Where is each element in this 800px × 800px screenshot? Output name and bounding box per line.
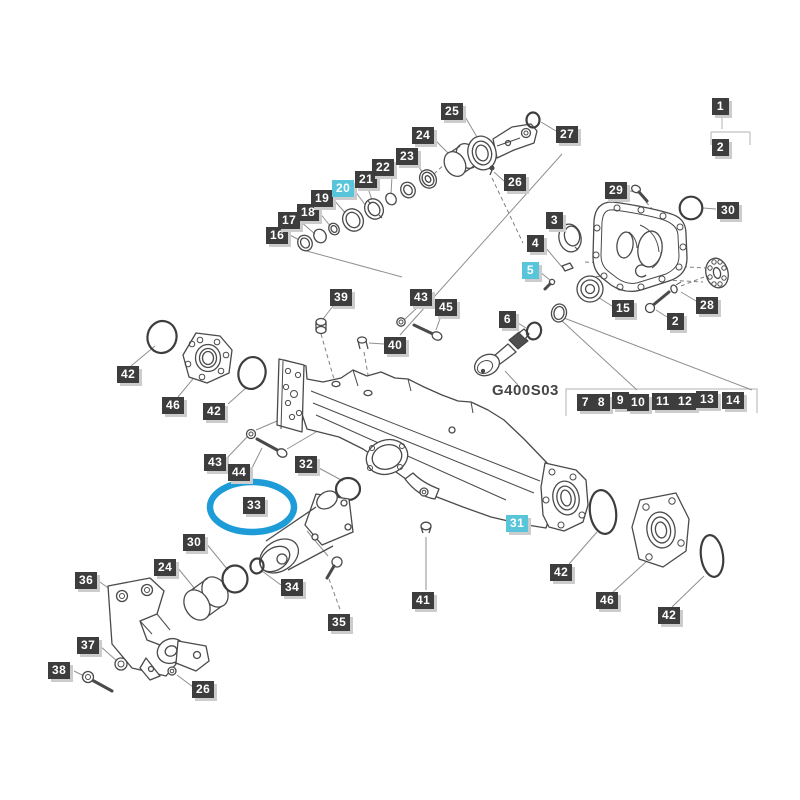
part-label-30[interactable]: 30	[717, 202, 740, 219]
part-label-40[interactable]: 40	[384, 337, 407, 354]
part-label-20[interactable]: 20	[332, 180, 355, 197]
o-ring-32	[334, 476, 362, 502]
part-label-24[interactable]: 24	[154, 559, 177, 576]
part-label-2[interactable]: 2	[667, 313, 684, 330]
part-label-44[interactable]: 44	[228, 464, 251, 481]
part-label-33[interactable]: 33	[243, 497, 266, 514]
part-label-26[interactable]: 26	[504, 174, 527, 191]
part-label-13[interactable]: 13	[696, 391, 719, 408]
part-label-38[interactable]: 38	[48, 662, 71, 679]
part-label-31[interactable]: 31	[506, 515, 529, 532]
part-label-3[interactable]: 3	[546, 212, 563, 229]
part-label-7[interactable]: 7	[577, 394, 594, 411]
part-label-1[interactable]: 1	[712, 98, 729, 115]
part-label-37[interactable]: 37	[77, 637, 100, 654]
flange-right-drawing	[588, 489, 725, 578]
pinion-shaft-drawing	[473, 303, 568, 377]
part-label-32[interactable]: 32	[295, 456, 318, 473]
part-label-41[interactable]: 41	[412, 592, 435, 609]
part-label-10[interactable]: 10	[627, 394, 650, 411]
brake-actuator-drawing	[249, 490, 354, 580]
part-label-6[interactable]: 6	[499, 311, 516, 328]
flange-left-drawing	[146, 319, 267, 391]
part-label-22[interactable]: 22	[372, 159, 395, 176]
part-label-9[interactable]: 9	[612, 392, 629, 409]
part-label-11[interactable]: 11	[652, 393, 674, 410]
selected-part-highlight-ellipse	[206, 478, 298, 536]
part-label-46[interactable]: 46	[162, 397, 185, 414]
part-label-29[interactable]: 29	[605, 182, 628, 199]
part-label-14[interactable]: 14	[722, 392, 745, 409]
part-code-text: G400S03	[492, 382, 559, 399]
part-label-43[interactable]: 43	[204, 454, 227, 471]
part-label-18[interactable]: 18	[297, 204, 320, 221]
part-label-19[interactable]: 19	[311, 190, 334, 207]
part-label-45[interactable]: 45	[435, 299, 458, 316]
fastener-drawings	[245, 317, 443, 534]
part-label-39[interactable]: 39	[330, 289, 353, 306]
part-label-16[interactable]: 16	[266, 227, 289, 244]
part-label-35[interactable]: 35	[328, 614, 351, 631]
part-label-4[interactable]: 4	[527, 235, 544, 252]
part-label-28[interactable]: 28	[696, 297, 719, 314]
group-brackets	[565, 118, 758, 416]
part-label-46[interactable]: 46	[596, 592, 619, 609]
part-label-30[interactable]: 30	[183, 534, 206, 551]
differential-carrier-drawing	[543, 184, 729, 314]
axle-housing-drawing	[276, 358, 589, 532]
part-label-5[interactable]: 5	[522, 262, 539, 279]
part-label-26[interactable]: 26	[192, 681, 215, 698]
part-label-15[interactable]: 15	[612, 300, 635, 317]
part-label-43[interactable]: 43	[410, 289, 433, 306]
part-label-24[interactable]: 24	[412, 127, 435, 144]
part-label-42[interactable]: 42	[658, 607, 681, 624]
part-label-25[interactable]: 25	[441, 103, 464, 120]
part-label-23[interactable]: 23	[396, 148, 419, 165]
part-label-2[interactable]: 2	[712, 139, 729, 156]
part-label-42[interactable]: 42	[203, 403, 226, 420]
trunnion-support-drawing	[467, 111, 541, 176]
part-label-8[interactable]: 8	[593, 394, 610, 411]
part-label-21[interactable]: 21	[355, 171, 378, 188]
part-label-42[interactable]: 42	[117, 366, 140, 383]
support-bracket-drawing	[81, 564, 249, 693]
bearing-stack-drawing	[297, 169, 438, 252]
part-label-27[interactable]: 27	[556, 126, 579, 143]
part-label-17[interactable]: 17	[278, 212, 301, 229]
part-label-42[interactable]: 42	[550, 564, 573, 581]
carrier-bolt-holes	[592, 204, 687, 291]
part-label-34[interactable]: 34	[281, 579, 304, 596]
part-label-36[interactable]: 36	[75, 572, 98, 589]
part-label-12[interactable]: 12	[674, 393, 697, 410]
